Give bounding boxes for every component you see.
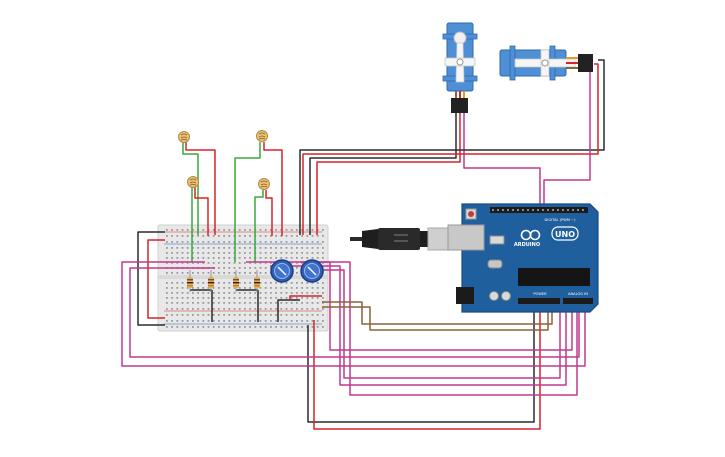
wire-green[interactable] bbox=[182, 142, 199, 235]
servo-horizontal[interactable] bbox=[499, 45, 593, 81]
breadboard-holes bbox=[166, 229, 324, 328]
wire-black[interactable] bbox=[307, 300, 535, 423]
resistor[interactable] bbox=[233, 270, 239, 292]
power-header bbox=[518, 298, 560, 304]
power-label: POWER bbox=[533, 292, 547, 296]
potentiometer[interactable] bbox=[300, 259, 324, 283]
photoresistor[interactable] bbox=[258, 178, 270, 190]
photoresistors bbox=[178, 130, 270, 190]
reset-button[interactable] bbox=[468, 211, 474, 217]
arduino-logo bbox=[520, 229, 541, 241]
wire-red[interactable] bbox=[147, 239, 165, 319]
resistor[interactable] bbox=[254, 270, 260, 292]
photoresistor[interactable] bbox=[178, 131, 190, 143]
wire-magenta[interactable] bbox=[129, 267, 580, 358]
arduino-brand: ARDUINO bbox=[514, 242, 540, 248]
breadboard[interactable] bbox=[157, 224, 329, 332]
wire-red[interactable] bbox=[185, 142, 216, 235]
wire-magenta[interactable] bbox=[543, 68, 591, 210]
usb-plug-icon bbox=[427, 227, 449, 251]
microcontroller-chip bbox=[518, 268, 590, 286]
potentiometers bbox=[270, 259, 324, 283]
power-jack bbox=[456, 287, 474, 304]
analog-header bbox=[563, 298, 593, 304]
arduino-model: UNO bbox=[555, 230, 575, 239]
wire-magenta[interactable] bbox=[320, 269, 561, 379]
wire-red[interactable] bbox=[313, 300, 541, 430]
wire-red[interactable] bbox=[289, 295, 322, 300]
wire-magenta[interactable] bbox=[121, 261, 586, 367]
usb-port bbox=[447, 224, 485, 251]
resistor[interactable] bbox=[187, 270, 193, 292]
wire-brown[interactable] bbox=[322, 300, 549, 331]
breadboard-center-channel bbox=[158, 275, 328, 279]
wire-brown[interactable] bbox=[322, 300, 553, 325]
photoresistor[interactable] bbox=[256, 130, 268, 142]
capacitor bbox=[489, 291, 499, 301]
wire-black[interactable] bbox=[277, 299, 300, 322]
potentiometer[interactable] bbox=[270, 259, 294, 283]
crystal bbox=[487, 259, 503, 269]
wire-black[interactable] bbox=[137, 231, 165, 326]
capacitor bbox=[501, 291, 511, 301]
usb-cable[interactable] bbox=[350, 227, 449, 251]
wire-red[interactable] bbox=[263, 142, 283, 236]
digital-label: DIGITAL (PWM ~) bbox=[545, 218, 577, 222]
wire-green[interactable] bbox=[234, 142, 261, 262]
wire-red[interactable] bbox=[302, 63, 599, 235]
photoresistor[interactable] bbox=[187, 176, 199, 188]
wire-red[interactable] bbox=[316, 113, 461, 235]
arduino-uno[interactable]: ARDUINO UNO DIGITAL (PWM ~) POWER ANALOG… bbox=[447, 203, 599, 313]
wire-magenta[interactable] bbox=[300, 261, 578, 396]
wire-red[interactable] bbox=[265, 190, 273, 236]
resistor[interactable] bbox=[208, 270, 214, 292]
analog-label: ANALOG IN bbox=[568, 292, 588, 296]
resistors bbox=[187, 270, 260, 292]
wire-black[interactable] bbox=[299, 59, 605, 235]
wire-red[interactable] bbox=[194, 187, 209, 236]
wire-magenta[interactable] bbox=[463, 113, 541, 210]
servo-vertical[interactable] bbox=[442, 22, 478, 113]
wire-green[interactable] bbox=[254, 190, 264, 262]
wire-black[interactable] bbox=[309, 113, 457, 235]
